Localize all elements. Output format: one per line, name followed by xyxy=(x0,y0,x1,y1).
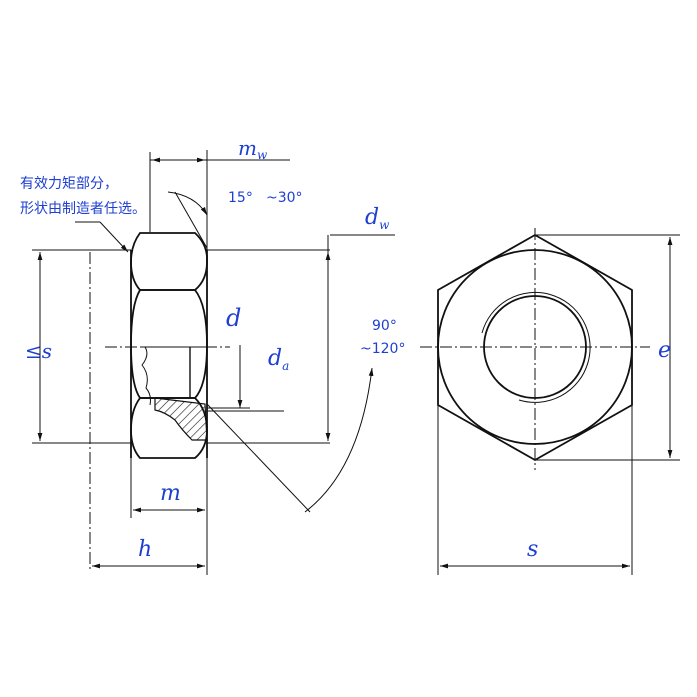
note-line-2: 形状由制造者任选。 xyxy=(20,201,146,217)
label-countersink-angle-a: 90° xyxy=(372,318,397,334)
dimension-s-bottom: s xyxy=(437,405,633,575)
side-view-top-collar xyxy=(130,232,208,291)
label-d: d xyxy=(226,304,241,332)
label-s-side: ≤s xyxy=(25,339,52,363)
label-e: e xyxy=(658,338,671,363)
side-view-middle-face xyxy=(130,289,208,399)
label-countersink-angle-b: ~120° xyxy=(360,341,405,357)
dimension-mw: mw xyxy=(149,136,290,250)
dimension-s-side: ≤s xyxy=(25,249,131,444)
dimension-countersink-angle: 90° ~120° xyxy=(206,318,405,513)
side-view-hatched-section xyxy=(154,397,208,441)
note-prevailing-torque: 有效力矩部分， 形状由制造者任选。 xyxy=(20,176,146,253)
label-chamfer-angle-b: ~30° xyxy=(266,190,303,206)
label-s-bottom: s xyxy=(527,537,538,562)
label-chamfer-angle-a: 15° xyxy=(228,190,253,206)
hex-thread-arc xyxy=(481,291,591,403)
label-dw: dw xyxy=(365,205,390,232)
dimension-h: h xyxy=(92,537,205,569)
dimension-e: e xyxy=(535,234,680,461)
label-m: m xyxy=(160,481,181,506)
hex-view xyxy=(420,228,650,470)
side-view xyxy=(89,232,230,570)
note-line-1: 有效力矩部分， xyxy=(20,176,118,192)
label-mw: mw xyxy=(238,136,268,162)
dimension-da: da xyxy=(207,345,289,412)
side-view-break-line xyxy=(141,346,151,406)
dimension-chamfer-angle: 15° ~30° xyxy=(167,190,303,249)
label-da: da xyxy=(268,346,289,373)
dimension-m: m xyxy=(130,458,208,575)
label-h: h xyxy=(138,537,152,562)
dimension-dw: dw xyxy=(207,205,395,444)
